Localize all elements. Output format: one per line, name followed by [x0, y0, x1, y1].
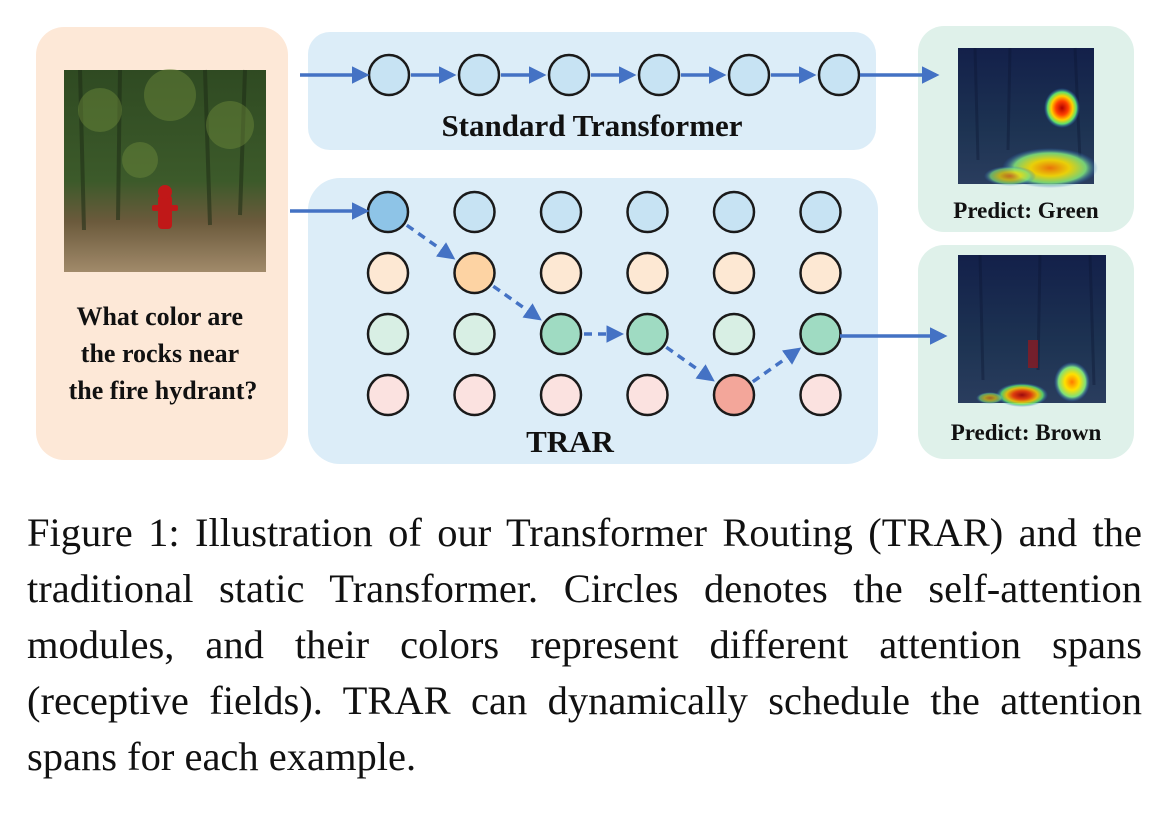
question-text: What color are the rocks near the fire h… — [69, 302, 258, 405]
fire-hydrant-figure — [152, 185, 178, 229]
trar-selected-node — [366, 190, 410, 234]
trar-attention-node — [453, 190, 496, 234]
trar-attention-node — [626, 251, 669, 295]
trar-attention-node — [366, 373, 410, 417]
trar-grid — [366, 190, 842, 417]
trar-attention-node — [626, 373, 669, 417]
trar-attention-node — [799, 251, 842, 295]
trar-title: TRAR — [526, 424, 614, 459]
trar-attention-node — [712, 312, 756, 356]
input-photo — [64, 69, 266, 272]
standard-attention-node — [457, 53, 501, 97]
figure-caption: Figure 1: Illustration of our Transforme… — [27, 510, 1142, 779]
trar-attention-node — [539, 251, 583, 295]
standard-attention-node — [547, 53, 591, 97]
trar-selected-node — [539, 312, 583, 356]
trar-selected-node — [712, 373, 756, 417]
trar-attention-node — [799, 190, 842, 234]
trar-attention-node — [712, 251, 756, 295]
routing-arrow — [405, 223, 456, 260]
trar-attention-node — [626, 190, 669, 234]
trar-attention-node — [453, 312, 496, 356]
trar-attention-node — [712, 190, 756, 234]
trar-attention-node — [799, 373, 842, 417]
prediction-label-standard: Predict: Green — [953, 198, 1099, 223]
heatmap-standard — [958, 47, 1098, 188]
standard-attention-node — [637, 53, 681, 97]
standard-attention-node — [727, 53, 771, 97]
standard-attention-node — [367, 53, 411, 97]
routing-arrow — [751, 347, 802, 384]
trar-selected-node — [626, 312, 669, 356]
question-line: the fire hydrant? — [69, 376, 258, 405]
figure-diagram: What color are the rocks near the fire h… — [36, 26, 1134, 464]
trar-selected-node — [453, 251, 496, 295]
standard-transformer-title: Standard Transformer — [441, 108, 742, 143]
routing-arrow — [492, 284, 542, 321]
trar-selected-node — [799, 312, 842, 356]
standard-transformer-chain — [367, 53, 861, 97]
standard-attention-node — [817, 53, 861, 97]
prediction-label-trar: Predict: Brown — [951, 420, 1102, 445]
trar-attention-node — [366, 312, 410, 356]
trar-attention-node — [453, 373, 496, 417]
trar-attention-node — [366, 251, 410, 295]
trar-attention-node — [539, 190, 583, 234]
routing-arrow — [665, 345, 715, 382]
question-line: What color are — [76, 302, 243, 331]
heatmap-trar — [958, 254, 1106, 407]
question-line: the rocks near — [81, 339, 239, 368]
trar-attention-node — [539, 373, 583, 417]
